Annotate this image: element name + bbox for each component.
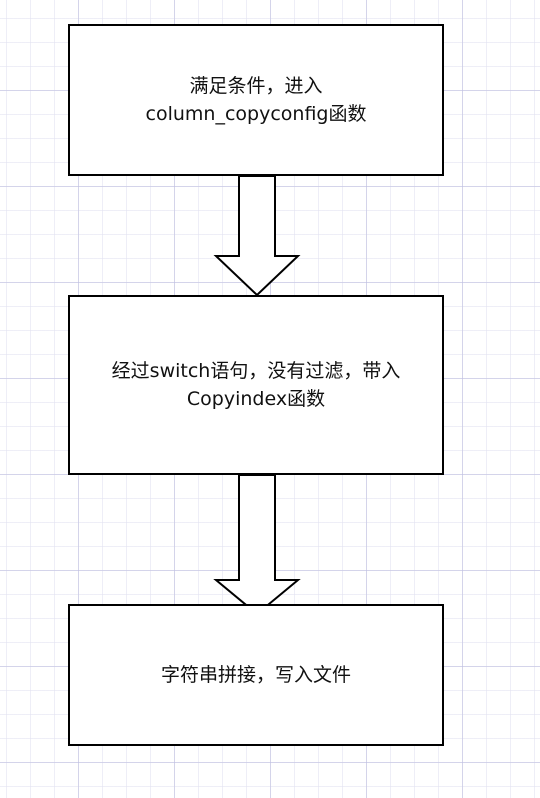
arrow-down-1 [213, 175, 301, 297]
step-2-line-2: Copyindex函数 [186, 388, 326, 410]
step-1-line-1: 满足条件，进入 [189, 75, 323, 97]
step-3-line-1: 字符串拼接，写入文件 [160, 664, 351, 686]
step-2-text: 经过switch语句，没有过滤，带入 Copyindex函数 [112, 357, 401, 413]
step-2-line-1: 经过switch语句，没有过滤，带入 [111, 360, 401, 382]
step-1-line-2: column_copyconfig函数 [145, 103, 367, 125]
step-box-2: 经过switch语句，没有过滤，带入 Copyindex函数 [68, 295, 444, 475]
step-1-text: 满足条件，进入 column_copyconfig函数 [146, 72, 367, 128]
step-3-text: 字符串拼接，写入文件 [161, 661, 351, 689]
step-box-1: 满足条件，进入 column_copyconfig函数 [68, 24, 444, 176]
arrow-down-2 [213, 474, 301, 616]
step-box-3: 字符串拼接，写入文件 [68, 604, 444, 746]
